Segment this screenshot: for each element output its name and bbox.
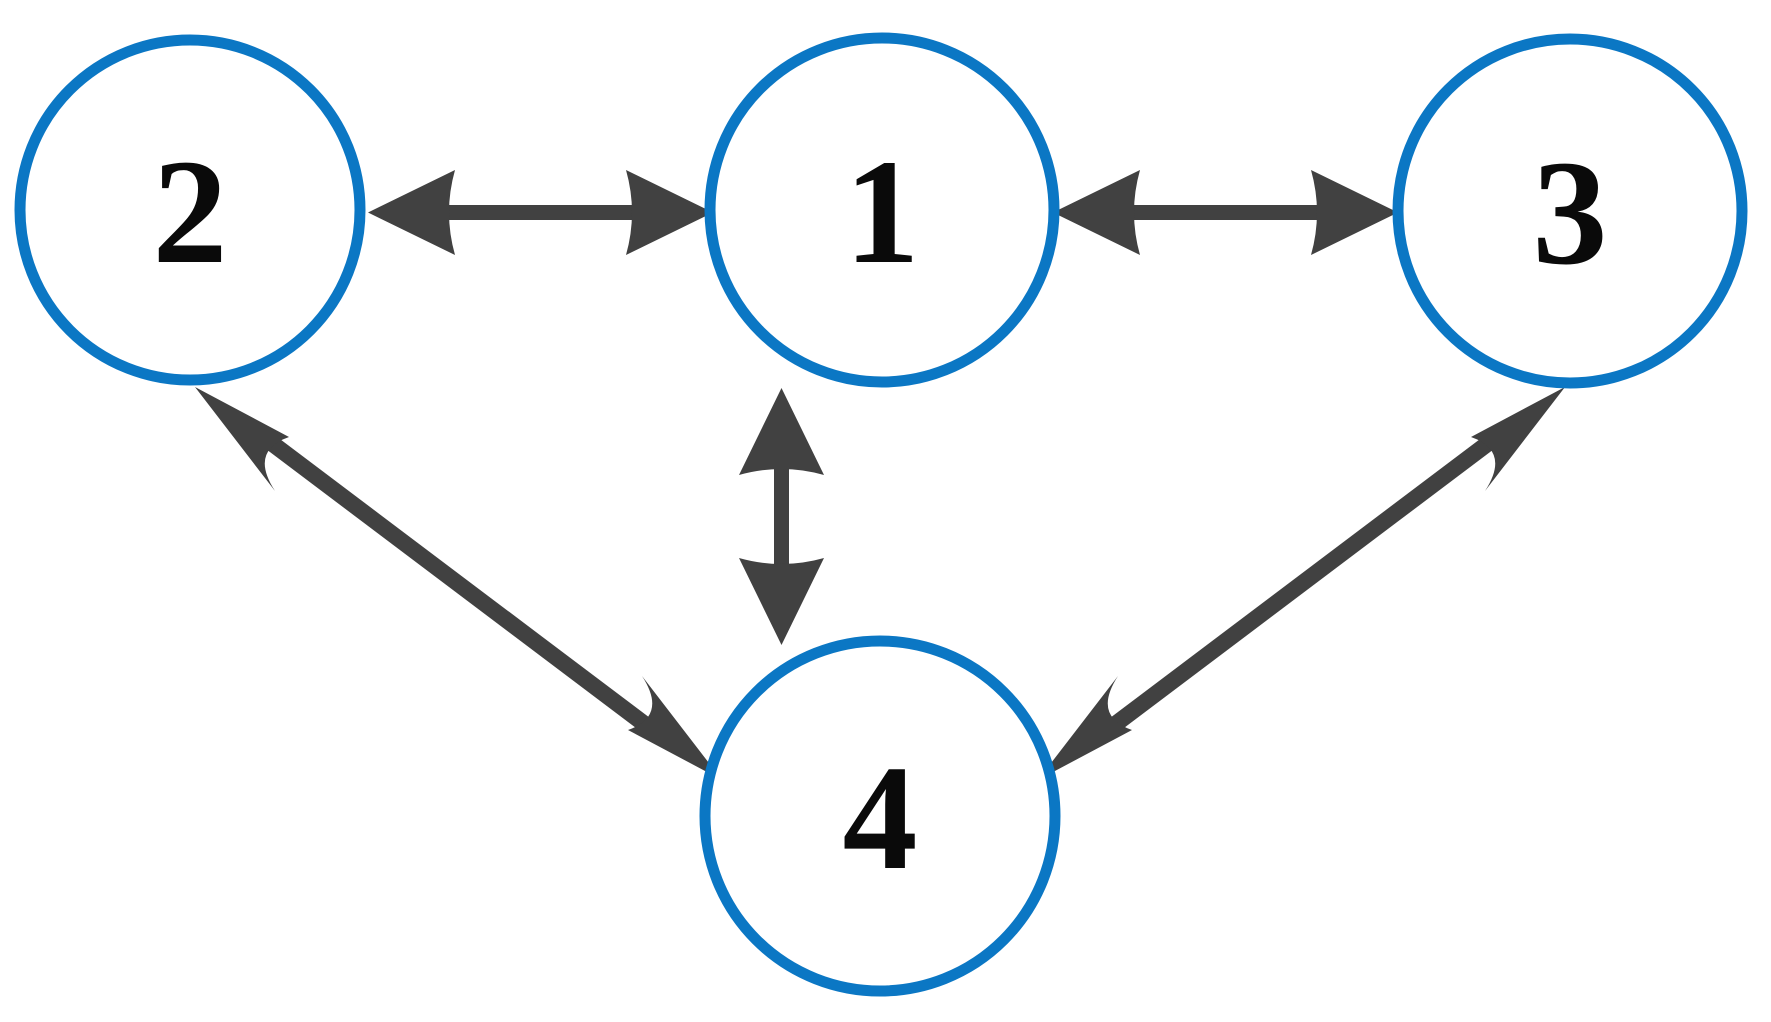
edge-3-4-arrowhead-at-4 bbox=[1038, 676, 1132, 780]
edge-3-4[interactable] bbox=[1038, 387, 1565, 780]
edge-2-4-arrowhead-at-4 bbox=[628, 676, 722, 780]
graph-node-2[interactable]: 2 bbox=[14, 34, 366, 386]
edges-layer bbox=[195, 170, 1565, 780]
graph-node-3[interactable]: 3 bbox=[1392, 33, 1748, 389]
edge-2-4-arrowhead-at-2 bbox=[195, 387, 289, 491]
graph-node-1[interactable]: 1 bbox=[704, 32, 1060, 388]
edge-1-3-arrowhead-right bbox=[1311, 170, 1398, 255]
node-3-circle[interactable] bbox=[1392, 33, 1748, 389]
edge-1-3[interactable] bbox=[1053, 170, 1398, 255]
node-1-label: 1 bbox=[845, 129, 920, 295]
edge-2-4[interactable] bbox=[195, 387, 722, 780]
node-1-circle[interactable] bbox=[704, 32, 1060, 388]
edge-1-4-arrowhead-down bbox=[739, 558, 824, 645]
edge-1-3-shaft bbox=[1133, 205, 1319, 220]
nodes-layer: 2 1 3 4 bbox=[14, 32, 1748, 997]
node-2-label: 2 bbox=[153, 129, 228, 295]
edge-1-4-arrowhead-up bbox=[739, 388, 824, 475]
node-4-label: 4 bbox=[843, 735, 918, 901]
edge-1-4-shaft bbox=[774, 462, 789, 572]
edge-3-4-shaft bbox=[1102, 424, 1510, 737]
edge-2-4-shaft bbox=[250, 424, 658, 737]
edge-1-4[interactable] bbox=[739, 388, 824, 645]
graph-node-4[interactable]: 4 bbox=[699, 635, 1061, 997]
edge-2-1-arrowhead-right bbox=[626, 170, 713, 255]
edge-3-4-arrowhead-at-3 bbox=[1471, 387, 1565, 491]
node-4-circle[interactable] bbox=[699, 635, 1061, 997]
node-2-circle[interactable] bbox=[14, 34, 366, 386]
edge-2-1-arrowhead-left bbox=[368, 170, 455, 255]
edge-2-1[interactable] bbox=[368, 170, 713, 255]
node-3-label: 3 bbox=[1533, 130, 1608, 296]
edge-1-3-arrowhead-left bbox=[1053, 170, 1140, 255]
edge-2-1-shaft bbox=[448, 205, 634, 220]
